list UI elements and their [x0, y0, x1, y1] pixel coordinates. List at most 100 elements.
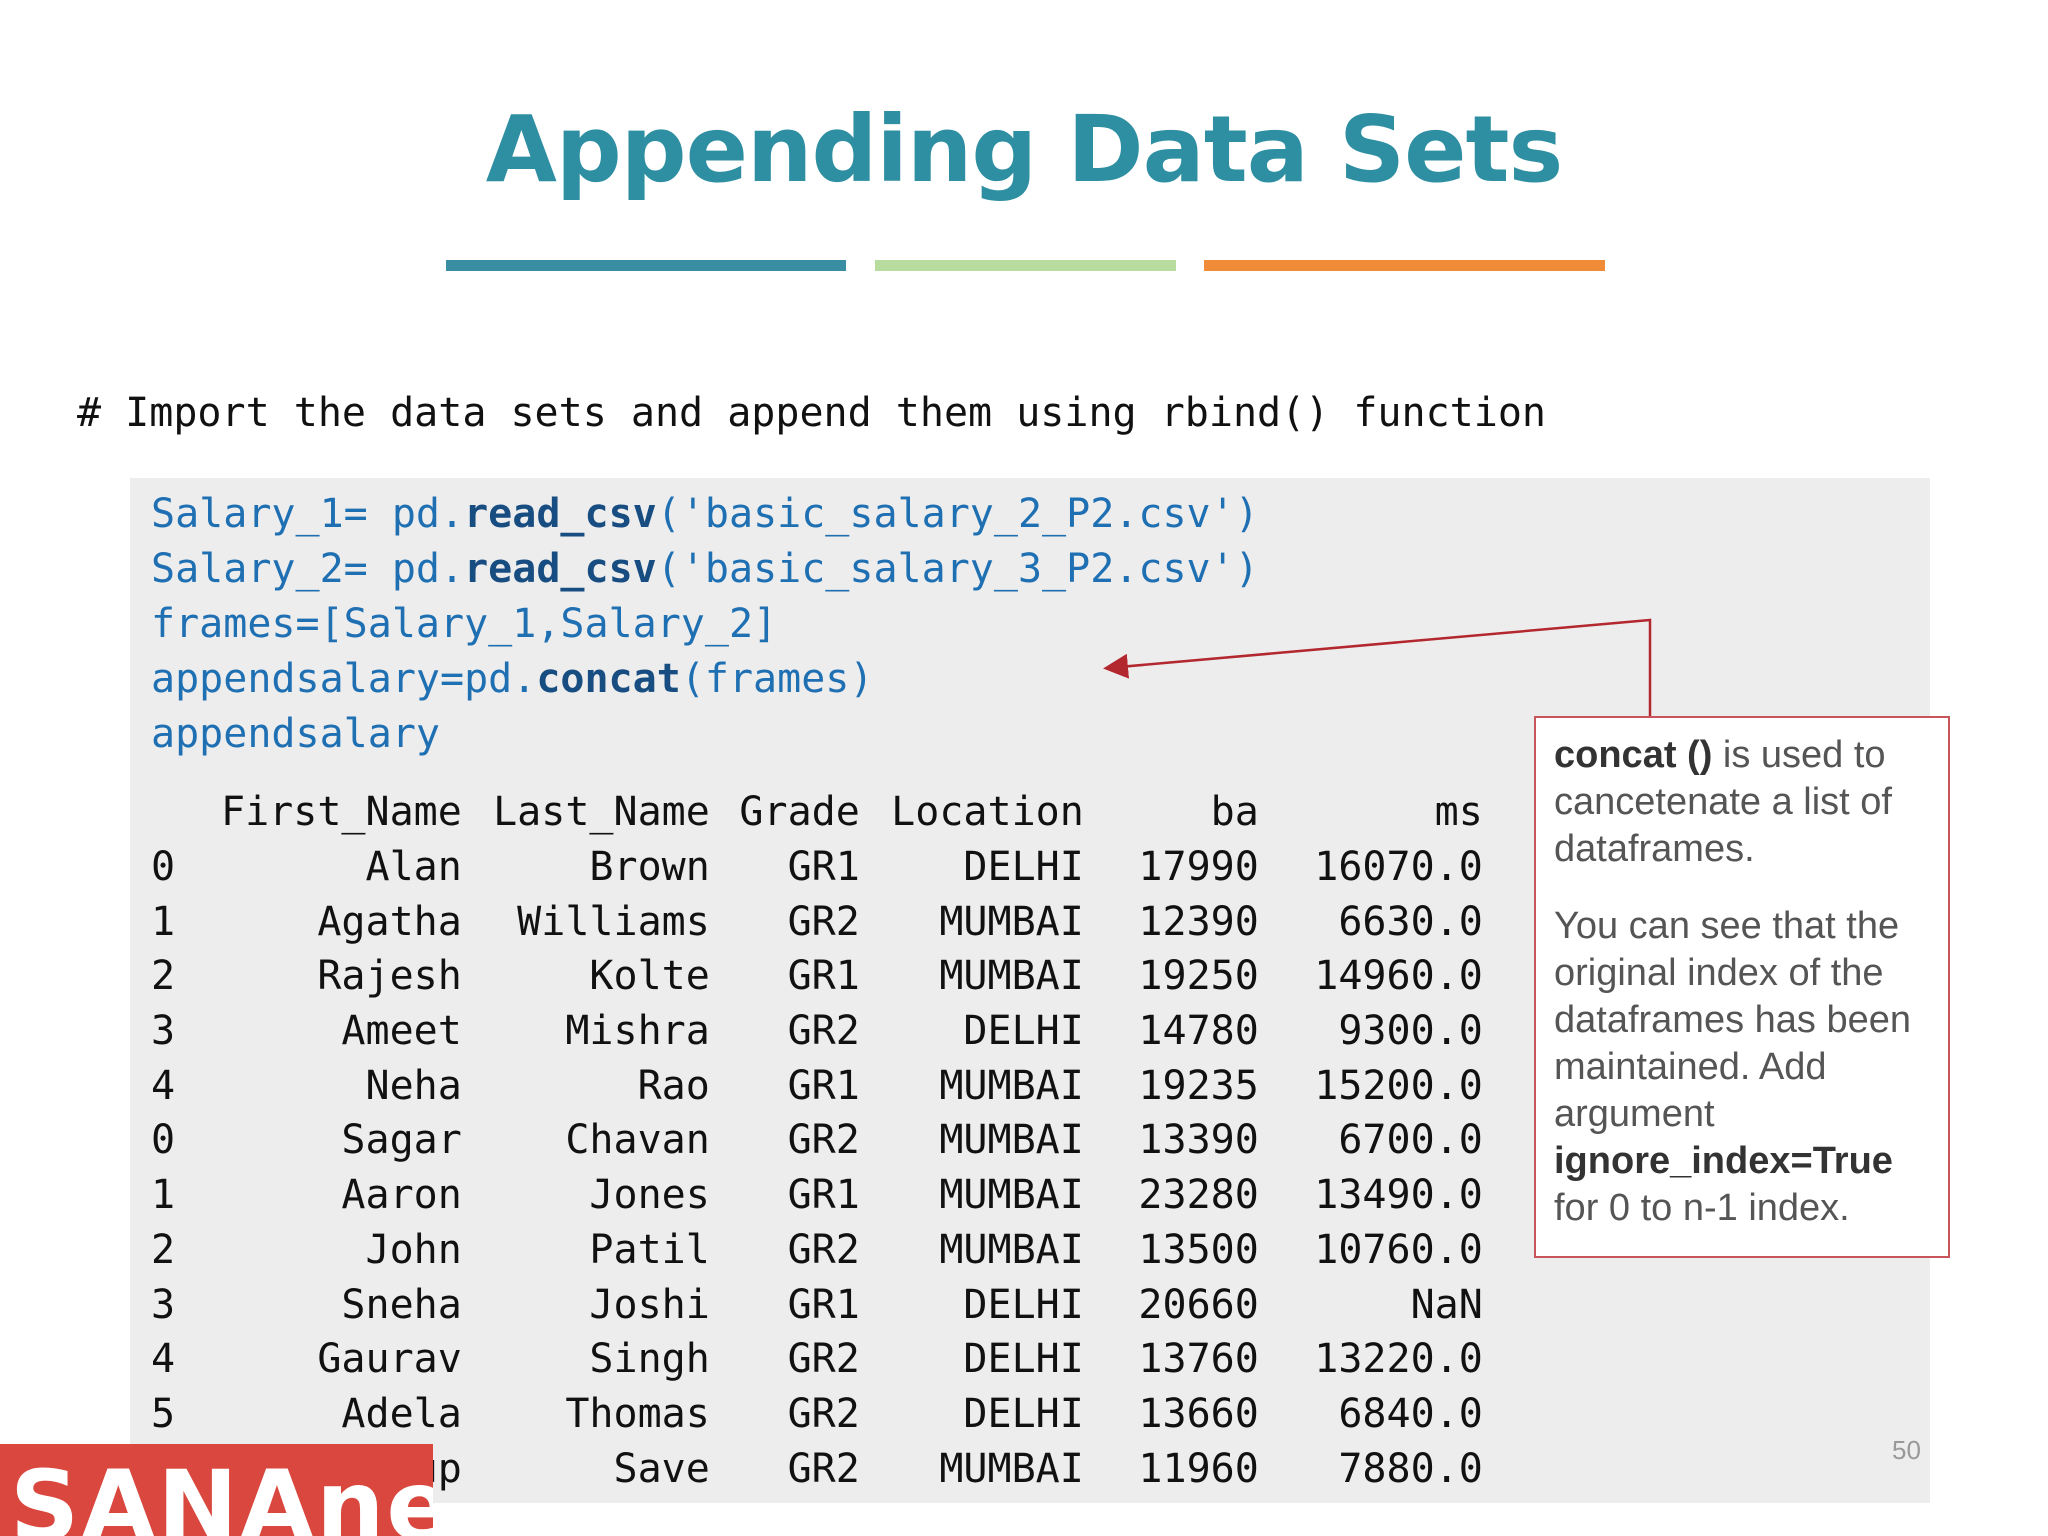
cell-grade: GR2: [787, 1226, 860, 1273]
table-header-row: First_Name Last_Name Grade Location ba m…: [151, 785, 1483, 840]
slide-title: Appending Data Sets: [485, 96, 1564, 203]
cell-last-name: Brown: [589, 844, 710, 891]
cell-ms: NaN: [1410, 1281, 1483, 1328]
cell-last-name: Rao: [637, 1062, 710, 1109]
cell-ms: 13490.0: [1314, 1172, 1483, 1219]
cell-index: 1: [151, 898, 176, 945]
code-line-3: frames=[Salary_1,Salary_2]: [151, 601, 778, 647]
title-underline-orange: [1204, 260, 1605, 271]
cell-last-name: Thomas: [565, 1390, 710, 1437]
cell-location: MUMBAI: [939, 1062, 1084, 1109]
cell-grade: GR1: [787, 1062, 860, 1109]
cell-ba: 19250: [1138, 953, 1259, 1000]
cell-location: MUMBAI: [939, 898, 1084, 945]
cell-location: MUMBAI: [939, 1226, 1084, 1273]
cell-ms: 15200.0: [1314, 1062, 1483, 1109]
cell-last-name: Mishra: [565, 1008, 710, 1055]
cell-grade: GR1: [787, 1172, 860, 1219]
header-last-name: Last_Name: [493, 789, 710, 836]
cell-first-name: Neha: [365, 1062, 462, 1109]
cell-index: 1: [151, 1172, 176, 1219]
page-number: 50: [1892, 1435, 1921, 1465]
cell-index: 4: [151, 1062, 176, 1109]
cell-last-name: Joshi: [589, 1281, 710, 1328]
cell-grade: GR2: [787, 898, 860, 945]
cell-last-name: Williams: [517, 898, 710, 945]
cell-location: DELHI: [963, 1281, 1084, 1328]
cell-ba: 14780: [1138, 1008, 1259, 1055]
cell-grade: GR2: [787, 1336, 860, 1383]
header-grade: Grade: [739, 789, 860, 836]
code-line-4: appendsalary=pd.concat(frames): [151, 656, 874, 702]
cell-ba: 11960: [1138, 1445, 1259, 1492]
cell-location: DELHI: [963, 1390, 1084, 1437]
callout-paragraph-1: concat () is used to cancetenate a list …: [1554, 734, 1892, 870]
code-line-1: Salary_1= pd.read_csv('basic_salary_2_P2…: [151, 491, 1259, 537]
cell-ms: 9300.0: [1338, 1008, 1483, 1055]
cell-ba: 23280: [1138, 1172, 1259, 1219]
cell-location: MUMBAI: [939, 1172, 1084, 1219]
header-ms: ms: [1434, 789, 1483, 836]
title-underline-green: [875, 260, 1176, 271]
cell-index: 2: [151, 953, 176, 1000]
cell-ba: 13500: [1138, 1226, 1259, 1273]
cell-ba: 20660: [1138, 1281, 1259, 1328]
cell-first-name: John: [365, 1226, 462, 1273]
cell-index: 0: [151, 1117, 176, 1164]
concat-callout: concat () is used to cancetenate a list …: [1534, 716, 1950, 1258]
cell-ba: 13760: [1138, 1336, 1259, 1383]
cell-grade: GR2: [787, 1445, 860, 1492]
table-row: 4 Neha Rao GR1 MUMBAI 19235 15200.0: [151, 1058, 1483, 1113]
cell-grade: GR1: [787, 1281, 860, 1328]
cell-grade: GR1: [787, 844, 860, 891]
cell-location: MUMBAI: [939, 1445, 1084, 1492]
cell-last-name: Singh: [589, 1336, 710, 1383]
cell-first-name: Agatha: [317, 898, 462, 945]
cell-location: DELHI: [963, 1336, 1084, 1383]
header-ba: ba: [1210, 789, 1259, 836]
cell-ms: 13220.0: [1314, 1336, 1483, 1383]
logo: SANAnes: [0, 1444, 433, 1536]
cell-last-name: Patil: [589, 1226, 710, 1273]
table-row: 0 Sagar Chavan GR2 MUMBAI 13390 6700.0: [151, 1113, 1483, 1168]
cell-ba: 13660: [1138, 1390, 1259, 1437]
cell-first-name: Alan: [365, 844, 462, 891]
cell-first-name: Sagar: [341, 1117, 462, 1164]
code-comment: # Import the data sets and append them u…: [77, 390, 1547, 436]
cell-first-name: Sneha: [341, 1281, 462, 1328]
cell-first-name: Rajesh: [317, 953, 462, 1000]
cell-index: 0: [151, 844, 176, 891]
cell-grade: GR2: [787, 1390, 860, 1437]
dataframe-output: First_Name Last_Name Grade Location ba m…: [151, 785, 1483, 1496]
cell-location: DELHI: [963, 1008, 1084, 1055]
cell-first-name: Aaron: [341, 1172, 462, 1219]
callout-paragraph-2: You can see that the original index of t…: [1554, 905, 1912, 1229]
cell-first-name: Ameet: [341, 1008, 462, 1055]
cell-grade: GR2: [787, 1117, 860, 1164]
cell-location: DELHI: [963, 844, 1084, 891]
table-row: 1 Agatha Williams GR2 MUMBAI 12390 6630.0: [151, 894, 1483, 949]
cell-ms: 6700.0: [1338, 1117, 1483, 1164]
cell-first-name: Gaurav: [317, 1336, 462, 1383]
cell-ba: 12390: [1138, 898, 1259, 945]
cell-ba: 19235: [1138, 1062, 1259, 1109]
cell-index: 5: [151, 1390, 176, 1437]
cell-first-name: Adela: [341, 1390, 462, 1437]
title-underline-teal: [446, 260, 846, 271]
cell-index: 3: [151, 1281, 176, 1328]
cell-last-name: Chavan: [565, 1117, 710, 1164]
cell-last-name: Save: [613, 1445, 710, 1492]
cell-ms: 16070.0: [1314, 844, 1483, 891]
cell-grade: GR1: [787, 953, 860, 1000]
cell-ba: 13390: [1138, 1117, 1259, 1164]
cell-ms: 6630.0: [1338, 898, 1483, 945]
cell-location: MUMBAI: [939, 1117, 1084, 1164]
